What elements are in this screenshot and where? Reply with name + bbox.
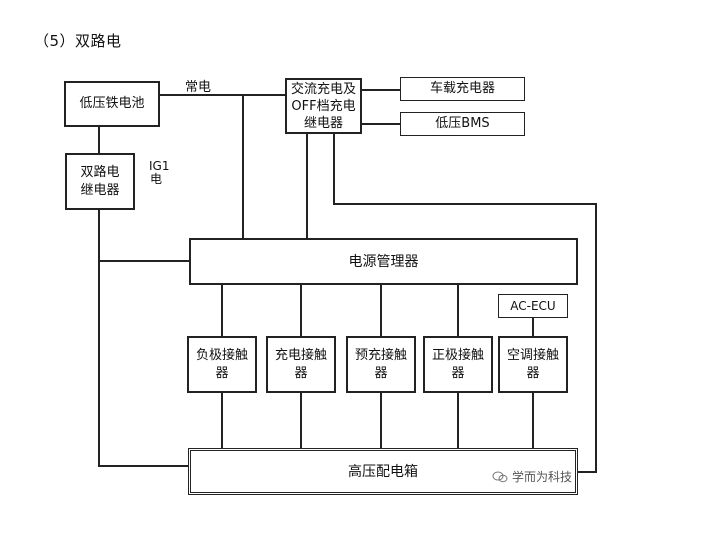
ac-charge-relay-box: 交流充电及 OFF档充电 继电器 bbox=[285, 78, 362, 134]
dual-relay-box: 双路电 继电器 bbox=[65, 153, 135, 210]
wire-ig1-to-hv-box bbox=[98, 210, 189, 467]
constant-power-label: 常电 bbox=[185, 80, 212, 95]
watermark: 学而为科技 bbox=[492, 468, 572, 485]
section-heading: （5）双路电 bbox=[34, 32, 122, 50]
power-manager-box: 电源管理器 bbox=[189, 238, 578, 285]
precharge-contactor-box: 预充接触 器 bbox=[346, 336, 416, 393]
ig1-label: IG1电 bbox=[149, 159, 170, 186]
wire-ac-relay-to-hv-box bbox=[333, 134, 597, 473]
ac-ecu-box: AC-ECU bbox=[498, 294, 568, 318]
hv-distribution-box: 高压配电箱 bbox=[188, 448, 578, 495]
charge-contactor-box: 充电接触 器 bbox=[266, 336, 336, 393]
neg-contactor-box: 负极接触 器 bbox=[187, 336, 257, 393]
wechat-icon bbox=[492, 471, 508, 482]
lv-bms-box: 低压BMS bbox=[400, 112, 525, 136]
watermark-text: 学而为科技 bbox=[512, 470, 573, 484]
ac-contactor-box: 空调接触 器 bbox=[498, 336, 568, 393]
pos-contactor-box: 正极接触 器 bbox=[423, 336, 493, 393]
lv-battery-box: 低压铁电池 bbox=[64, 81, 160, 127]
onboard-charger-box: 车载充电器 bbox=[400, 77, 525, 101]
wire-constant-power bbox=[160, 94, 244, 238]
